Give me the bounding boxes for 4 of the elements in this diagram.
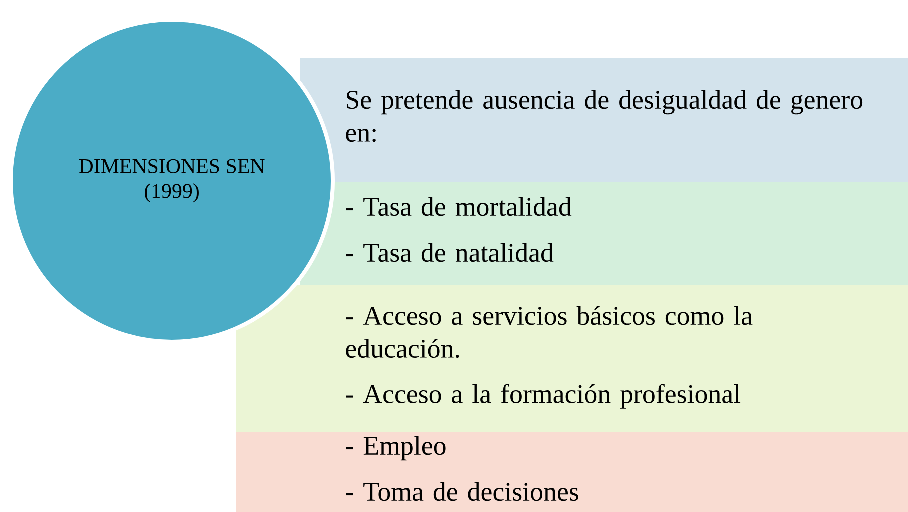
- band: Se pretende ausencia de desigualdad de genero en:: [300, 58, 908, 182]
- band: - Empleo - Toma de decisiones: [236, 432, 908, 512]
- band: - Acceso a servicios básicos como la educación. - Acceso a la formación profesional: [236, 285, 908, 432]
- band: - Tasa de mortalidad - Tasa de natalidad: [300, 182, 908, 286]
